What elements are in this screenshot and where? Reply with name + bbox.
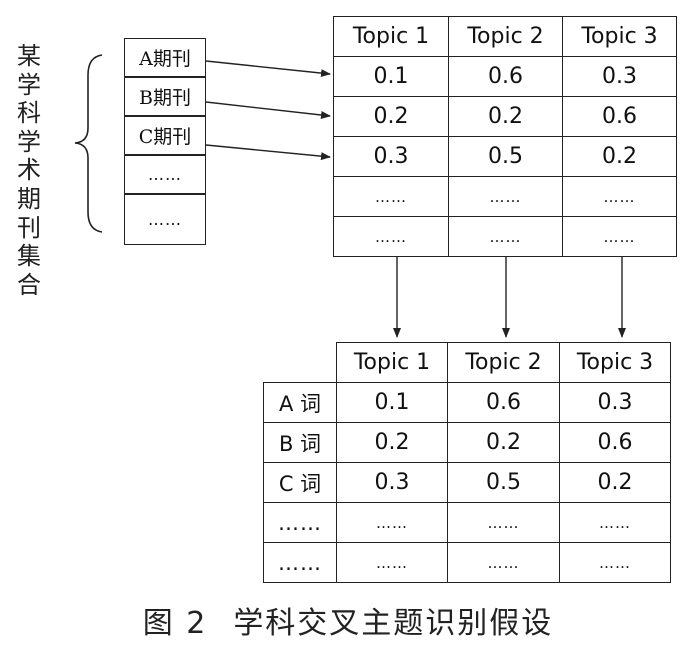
collection-label-char: 某	[17, 42, 41, 70]
word-label: B 词	[263, 422, 337, 463]
table-row: B 词 0.2 0.2 0.6	[263, 422, 671, 463]
collection-label: 某 学 科 学 术 期 刊 集 合	[14, 42, 44, 299]
journal-topic-matrix: Topic 1 Topic 2 Topic 3 0.1 0.6 0.3 0.2 …	[333, 16, 677, 257]
table-row: 0.1 0.6 0.3	[333, 56, 677, 97]
journal-cell: ……	[124, 194, 206, 245]
table-cell: 0.2	[333, 96, 449, 137]
journal-cell: B期刊	[124, 77, 206, 116]
topic-header: Topic 3	[559, 342, 671, 383]
collection-label-char: 集	[17, 242, 41, 271]
table-row: A 词 0.1 0.6 0.3	[263, 382, 671, 423]
collection-label-char: 学	[17, 70, 41, 99]
table-row: 0.2 0.2 0.6	[333, 96, 677, 137]
table-cell: 0.2	[336, 422, 448, 463]
collection-label-char: 术	[17, 156, 41, 185]
table-cell: 0.6	[559, 422, 671, 463]
header-row: Topic 1 Topic 2 Topic 3	[333, 16, 677, 57]
arrow-journal-c	[205, 144, 331, 161]
arrow-journal-b	[205, 101, 331, 119]
collection-label-char: 刊	[17, 213, 41, 242]
collection-label-char: 期	[17, 184, 41, 213]
table-cell: ……	[562, 216, 677, 257]
journal-cell: ……	[124, 155, 206, 194]
table-cell: 0.3	[336, 462, 448, 503]
table-cell: ……	[447, 502, 560, 543]
table-cell: 0.6	[562, 96, 677, 137]
journal-cell: C期刊	[124, 116, 206, 155]
table-cell: 0.2	[448, 96, 563, 137]
table-cell: ……	[562, 176, 677, 217]
header-row: Topic 1 Topic 2 Topic 3	[264, 342, 671, 383]
table-cell: ……	[336, 502, 448, 543]
collection-label-char: 学	[17, 127, 41, 156]
figure-title: 学科交叉主题识别假设	[233, 606, 554, 641]
topic-header: Topic 3	[562, 16, 677, 57]
table-cell: 0.6	[447, 382, 560, 423]
figure-caption: 图 2 学科交叉主题识别假设	[0, 598, 696, 642]
table-row: …… …… ……	[333, 176, 677, 217]
topic-header: Topic 1	[333, 16, 449, 57]
collection-label-char: 科	[17, 99, 41, 128]
table-cell: 0.5	[448, 136, 563, 177]
table-cell: ……	[333, 176, 449, 217]
word-label: C 词	[263, 462, 337, 503]
table-cell: ……	[448, 176, 563, 217]
figure-number: 图 2	[142, 606, 208, 641]
collection-label-char: 合	[17, 270, 41, 299]
word-topic-matrix: Topic 1 Topic 2 Topic 3 A 词 0.1 0.6 0.3 …	[263, 342, 671, 583]
arrow-journal-a	[205, 60, 331, 78]
table-cell: ……	[336, 542, 448, 583]
table-row: C 词 0.3 0.5 0.2	[263, 462, 671, 503]
topic-header: Topic 2	[448, 16, 563, 57]
table-cell: ……	[559, 542, 671, 583]
topic-header: Topic 1	[336, 342, 448, 383]
table-cell: 0.3	[559, 382, 671, 423]
table-cell: ……	[447, 542, 560, 583]
table-row: …… …… ……	[333, 216, 677, 257]
curly-brace	[74, 54, 103, 233]
table-cell: 0.5	[447, 462, 560, 503]
word-label: A 词	[263, 382, 337, 423]
table-cell: 0.2	[559, 462, 671, 503]
journal-cell: A期刊	[124, 38, 206, 77]
table-row: …… …… …… ……	[263, 542, 671, 583]
table-cell: 0.3	[562, 56, 677, 97]
word-label: ……	[263, 542, 337, 583]
